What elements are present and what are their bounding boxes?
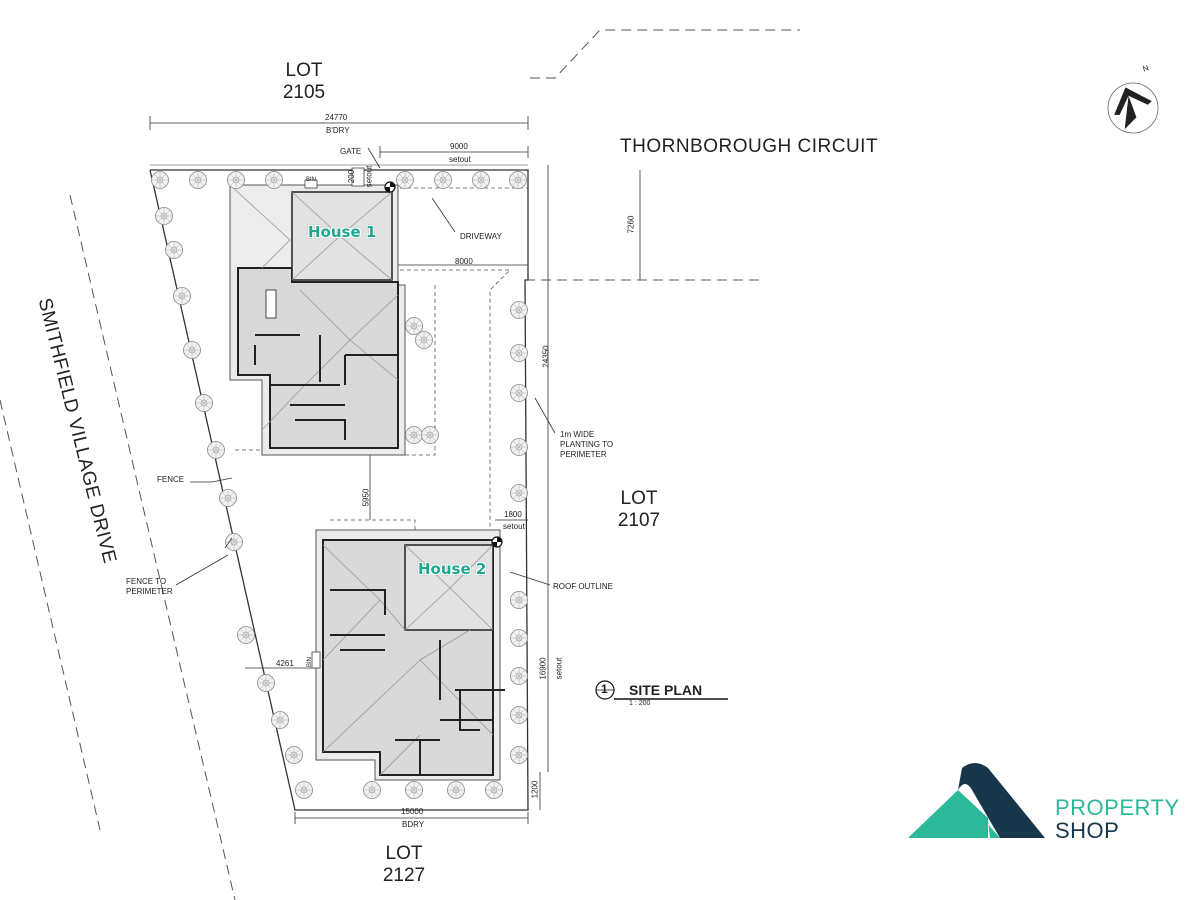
title-marker — [595, 680, 728, 700]
note-fence: FENCE — [157, 475, 185, 484]
dim-east-depth: 24350 — [541, 345, 551, 368]
north-arrow-icon — [1107, 82, 1159, 134]
dim-bottom-boundary-sub: BDRY — [402, 820, 425, 829]
dim-top-boundary: 24770 — [325, 113, 348, 122]
road-reserve-lines — [0, 29, 800, 900]
note-bin-2: BIN — [307, 656, 314, 668]
dim-h2-depth: 16900 — [538, 657, 548, 680]
title-number: 1 — [601, 682, 608, 696]
house-2-label: House 2 — [418, 560, 487, 578]
dim-small-setout-sub: setout — [364, 165, 374, 188]
dim-driveway-width: 8000 — [455, 257, 473, 266]
dim-house-gap: 5950 — [361, 488, 371, 507]
dim-gate-setout-sub: setout — [449, 155, 471, 164]
setout-point-markers — [384, 181, 503, 548]
house-1-label: House 1 — [308, 223, 377, 241]
dim-road-offset: 7260 — [626, 215, 636, 234]
dim-top-boundary-sub: B'DRY — [326, 126, 350, 135]
dim-h2-setout-sub: setout — [503, 522, 525, 531]
note-gate: GATE — [340, 147, 362, 156]
site-boundary — [149, 164, 529, 811]
house-1-building — [229, 167, 406, 456]
property-shop-logo — [908, 763, 1045, 838]
brand-line-1: PROPERTY — [1055, 795, 1180, 820]
dim-h2-depth-sub: setout — [554, 657, 564, 680]
note-roof-outline: ROOF OUTLINE — [553, 582, 614, 591]
dim-bottom-small: 1200 — [530, 780, 540, 799]
dim-h2-setout: 1800 — [504, 510, 522, 519]
road-label-thornborough: THORNBOROUGH CIRCUIT — [620, 136, 879, 157]
dim-gate-setout: 9000 — [450, 142, 468, 151]
dim-small-setout: 200 — [347, 169, 357, 184]
dim-west-setback: 4261 — [276, 659, 294, 668]
title-text: SITE PLAN — [629, 682, 703, 698]
note-bin-1: BIN — [306, 177, 317, 183]
title-scale: 1 : 200 — [629, 700, 651, 707]
house-2-building — [311, 529, 505, 781]
note-driveway: DRIVEWAY — [460, 232, 502, 241]
dim-bottom-boundary: 15000 — [401, 807, 424, 816]
annotation-leaders — [175, 147, 556, 586]
dimension-lines — [149, 116, 641, 824]
brand-line-2: SHOP — [1055, 818, 1120, 843]
